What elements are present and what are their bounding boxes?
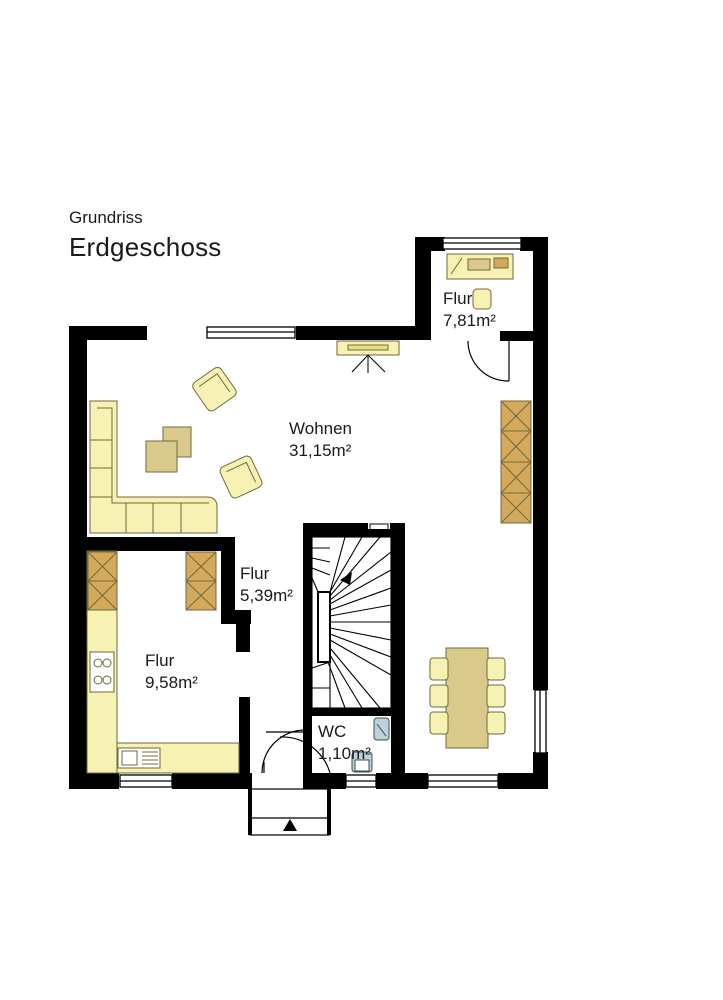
wall-office-bottom [500, 331, 548, 341]
wall-stub2 [236, 620, 250, 652]
wall-top-left [69, 326, 147, 340]
room-area-wc: 1,10m² [318, 744, 371, 763]
office-chair [472, 288, 492, 310]
dining-set [429, 647, 506, 749]
wall-right-upper [533, 237, 548, 690]
wall-wc-left [303, 716, 312, 789]
room-area-flur-stair: 5,39m² [240, 586, 293, 605]
entrance-landing [249, 788, 330, 836]
walls [69, 237, 548, 835]
wall-kitchen-top [69, 537, 235, 551]
door-office-swing [467, 340, 510, 382]
wc-fixtures [351, 717, 390, 773]
doors [261, 340, 510, 774]
wall-stair-notch [368, 523, 390, 529]
wall-office-top-l [415, 237, 445, 251]
living-furniture [89, 340, 400, 534]
windows [119, 237, 547, 788]
coffee-table [145, 440, 178, 473]
wall-bottom-wc-l [306, 773, 346, 789]
dining-table [445, 647, 489, 749]
office-desk [446, 253, 514, 310]
wall-stair-notch-box [369, 523, 389, 531]
room-area-flur-kitchen: 9,58m² [145, 673, 198, 692]
plan-subtitle: Grundriss [69, 208, 143, 227]
wall-kitchen-right-top [221, 537, 235, 623]
wall-left [69, 326, 87, 789]
door-wc-swing [261, 729, 306, 774]
door-entry-swing [279, 736, 331, 774]
staircase [311, 536, 392, 709]
entrance-arrow-icon [283, 819, 297, 831]
room-labels: Wohnen 31,15m² Flur 7,81m² Flur 5,39m² F… [145, 289, 496, 763]
wall-wc-top [303, 708, 405, 716]
room-name-flur-office: Flur [443, 289, 473, 308]
hob [89, 651, 115, 693]
storage-cabinets [500, 400, 532, 524]
corner-sofa [89, 400, 218, 534]
armchair-2 [219, 455, 263, 499]
wall-stair-left [303, 523, 312, 713]
wash-basin [373, 717, 390, 741]
room-name-wc: WC [318, 722, 346, 741]
wall-top-mid [296, 326, 418, 340]
wall-bottom-left [69, 773, 119, 789]
wall-bottom-kitchen [172, 773, 250, 789]
room-name-flur-kitchen: Flur [145, 651, 175, 670]
wall-bottom-right [498, 773, 548, 789]
wall-kitchen-right-bot [239, 697, 250, 787]
wall-office-left [415, 237, 431, 340]
stair-direction-arrow-icon [340, 572, 352, 585]
room-area-wohnen: 31,15m² [289, 441, 352, 460]
armchair-1 [192, 366, 237, 412]
kitchen [86, 550, 240, 774]
plan-title: Erdgeschoss [69, 232, 222, 262]
kitchen-sink [117, 747, 161, 769]
room-name-wohnen: Wohnen [289, 419, 352, 438]
wall-stair-right [391, 523, 405, 787]
room-area-flur-office: 7,81m² [443, 311, 496, 330]
room-name-flur-stair: Flur [240, 564, 270, 583]
